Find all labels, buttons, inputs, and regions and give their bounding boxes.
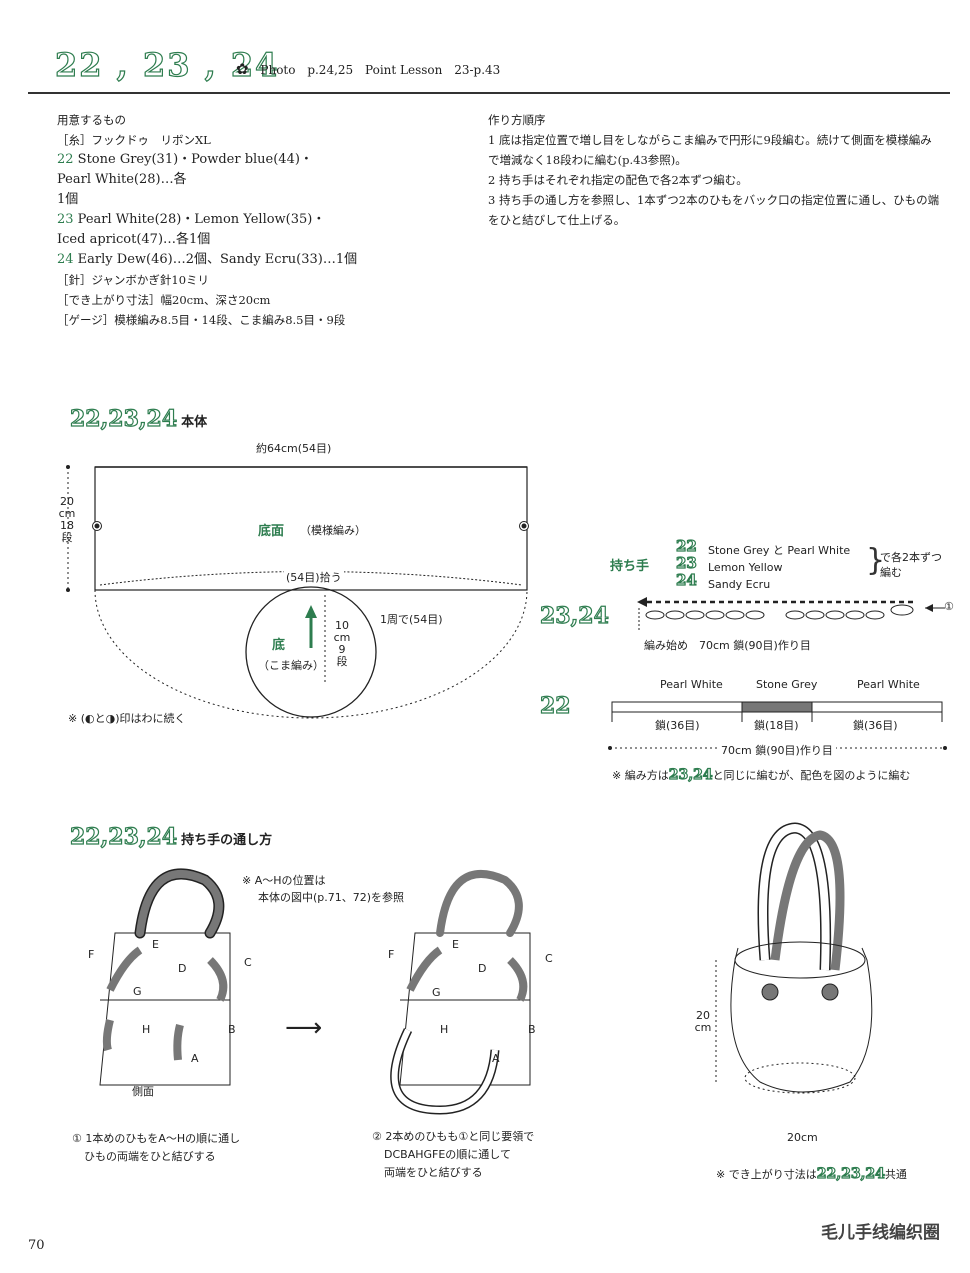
flower-icon: ✿ bbox=[236, 60, 249, 78]
body-diagram bbox=[66, 465, 529, 719]
seg1-chain: 鎖(36目) bbox=[655, 719, 700, 732]
handle-note: ※ 編み方は23,24と同じに編むが、配色を図のように編む bbox=[612, 766, 911, 783]
label-22: 22 bbox=[539, 692, 571, 719]
label-2324: 23,24 bbox=[539, 602, 609, 629]
pattern-numbers: 22 , 23 , 24 bbox=[54, 45, 280, 84]
steps-heading: 作り方順序 bbox=[488, 113, 546, 127]
letter-d1: D bbox=[178, 962, 187, 975]
bottom-label: 底 bbox=[272, 638, 286, 653]
letter-f2: F bbox=[388, 948, 395, 961]
letter-h1: H bbox=[142, 1023, 151, 1036]
letter-c1: C bbox=[244, 956, 252, 969]
chain-diagram bbox=[637, 597, 945, 632]
letter-g2: G bbox=[432, 986, 441, 999]
width-label: 約64cm(54目) bbox=[256, 442, 332, 455]
handle-each: で各2本ずつ編む bbox=[880, 551, 942, 579]
materials-heading: 用意するもの bbox=[57, 113, 126, 127]
line-22c: 1個 bbox=[57, 192, 79, 207]
threading-step1: ① 1本めのひもをA～Hの順に通しひもの両端をひと結びする bbox=[72, 1132, 241, 1163]
letter-b2: B bbox=[528, 1023, 536, 1036]
seg3-chain: 鎖(36目) bbox=[853, 719, 898, 732]
step-1b: で増減なく18段わに編む(p.43参照)。 bbox=[488, 153, 687, 167]
bottom-pattern: （こま編み） bbox=[258, 659, 324, 672]
line-24: 24 Early Dew(46)…2個、Sandy Ecru(33)…1個 bbox=[57, 252, 358, 267]
finished-bag bbox=[715, 822, 873, 1094]
threading-fig-1 bbox=[99, 868, 231, 1086]
seg2-label: Stone Grey bbox=[756, 678, 818, 691]
chain-label: 編み始め 70cm 鎖(90目)作り目 bbox=[644, 639, 811, 652]
handle-title: 持ち手 bbox=[610, 559, 650, 574]
seg3-label: Pearl White bbox=[857, 678, 920, 691]
yarn-line: ［糸］フックドゥ リボンXL bbox=[57, 133, 211, 147]
arrow-right-icon: ⟶ bbox=[285, 1013, 323, 1043]
lesson-label: Point Lesson bbox=[365, 63, 443, 77]
gauge-line: ［ゲージ］模様編み8.5目・14段、こま編み8.5目・9段 bbox=[57, 313, 346, 327]
size-line: ［でき上がり寸法］幅20cm、深さ20cm bbox=[57, 293, 271, 307]
letter-f1: F bbox=[88, 948, 95, 961]
letter-e2: E bbox=[452, 938, 459, 951]
seg1-label: Pearl White bbox=[660, 678, 723, 691]
side-pattern: （模様編み） bbox=[300, 524, 366, 537]
letter-e1: E bbox=[152, 938, 159, 951]
letter-d2: D bbox=[478, 962, 487, 975]
page-number: 70 bbox=[28, 1238, 45, 1253]
segment-diagram bbox=[608, 701, 947, 750]
side-label: 底面 bbox=[258, 524, 285, 539]
photo-label: Photo bbox=[260, 63, 296, 77]
line-23b: Iced apricot(47)…各1個 bbox=[57, 232, 211, 247]
round-label: 1周で(54目) bbox=[380, 613, 443, 626]
threading-fig-2 bbox=[390, 870, 531, 1115]
step-3a: 3 持ち手の通し方を参照し、1本ずつ2本のひもをバック口の指定位置に通し、ひもの… bbox=[488, 193, 940, 207]
needle-line: ［針］ジャンボかぎ針10ミリ bbox=[57, 273, 210, 287]
step-2: 2 持ち手はそれぞれ指定の配色で各2本ずつ編む。 bbox=[488, 173, 748, 187]
letter-b1: B bbox=[228, 1023, 236, 1036]
step-3b: をひと結びして仕上げる。 bbox=[488, 213, 626, 227]
photo-pages: p.24,25 bbox=[307, 63, 354, 77]
side-label-fig: 側面 bbox=[132, 1085, 154, 1098]
letter-a1: A bbox=[191, 1052, 199, 1065]
total-label: 70cm 鎖(90目)作り目 bbox=[718, 742, 836, 758]
line-23: 23 Pearl White(28)・Lemon Yellow(35)・ bbox=[57, 212, 326, 227]
letter-c2: C bbox=[545, 952, 553, 965]
pickup-label: (54目)拾う bbox=[284, 569, 344, 585]
letter-g1: G bbox=[133, 985, 142, 998]
chain-arrow-label: ① bbox=[944, 600, 954, 613]
header-meta: ✿ Photo p.24,25 Point Lesson 23-p.43 bbox=[236, 60, 508, 78]
steps-block: 作り方順序 1 底は指定位置で増し目をしながらこま編みで円形に9段編む。続けて側… bbox=[488, 110, 953, 230]
letter-h2: H bbox=[440, 1023, 449, 1036]
finished-note: ※ でき上がり寸法は22,23,24共通 bbox=[716, 1165, 907, 1182]
bag-width: 20cm bbox=[785, 1131, 820, 1144]
header-rule bbox=[28, 92, 950, 94]
letter-a2: A bbox=[492, 1052, 500, 1065]
materials-block: 用意するもの ［糸］フックドゥ リボンXL 22 Stone Grey(31)・… bbox=[57, 110, 487, 330]
lesson-pages: 23-p.43 bbox=[454, 63, 501, 77]
step-1a: 1 底は指定位置で増し目をしながらこま編みで円形に9段編む。続けて側面を模様編み bbox=[488, 133, 932, 147]
brace: } bbox=[866, 543, 886, 578]
threading-note: ※ A～Hの位置は本体の図中(p.71、72)を参照 bbox=[242, 874, 405, 904]
seg2-chain: 鎖(18目) bbox=[754, 719, 799, 732]
body-note: ※ (◐と◑)印はわに続く bbox=[68, 712, 186, 725]
watermark: 毛儿手线编织圈 bbox=[821, 1223, 940, 1243]
line-22: 22 Stone Grey(31)・Powder blue(44)・ bbox=[57, 152, 313, 167]
line-22b: Pearl White(28)…各 bbox=[57, 172, 187, 187]
